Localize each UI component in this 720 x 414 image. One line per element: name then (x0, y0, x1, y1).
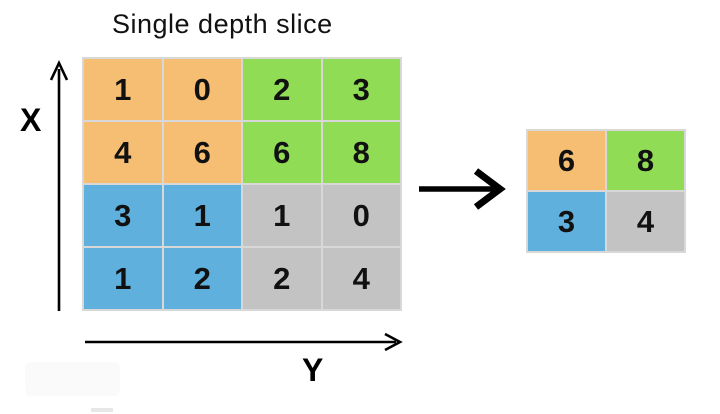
x-axis-label: X (20, 102, 42, 138)
input-cell: 1 (163, 185, 241, 246)
input-cell: 1 (84, 248, 162, 309)
input-cell: 1 (84, 59, 162, 120)
input-cell: 6 (243, 122, 321, 183)
diagram-title: Single depth slice (112, 9, 333, 39)
input-grid: 1 0 2 3 4 6 6 8 3 1 1 0 1 2 2 4 (82, 57, 402, 311)
watermark-smudge (25, 362, 120, 396)
y-axis-arrow-icon (85, 332, 403, 352)
output-cell: 8 (607, 131, 684, 190)
input-cell: 2 (243, 59, 321, 120)
input-cell: 1 (243, 185, 321, 246)
pooling-arrow-icon (419, 168, 506, 210)
output-cell: 4 (607, 192, 684, 251)
input-cell: 0 (322, 185, 400, 246)
x-axis-arrow-icon (49, 59, 69, 311)
input-cell: 8 (322, 122, 400, 183)
output-cell: 6 (528, 131, 605, 190)
input-cell: 6 (163, 122, 241, 183)
input-cell: 2 (163, 248, 241, 309)
output-cell: 3 (528, 192, 605, 251)
watermark-dash (91, 408, 113, 412)
input-cell: 0 (163, 59, 241, 120)
y-axis-label: Y (302, 352, 324, 388)
input-cell: 3 (84, 185, 162, 246)
input-cell: 4 (322, 248, 400, 309)
input-cell: 3 (322, 59, 400, 120)
input-cell: 2 (243, 248, 321, 309)
output-grid: 6 8 3 4 (526, 129, 686, 253)
input-cell: 4 (84, 122, 162, 183)
